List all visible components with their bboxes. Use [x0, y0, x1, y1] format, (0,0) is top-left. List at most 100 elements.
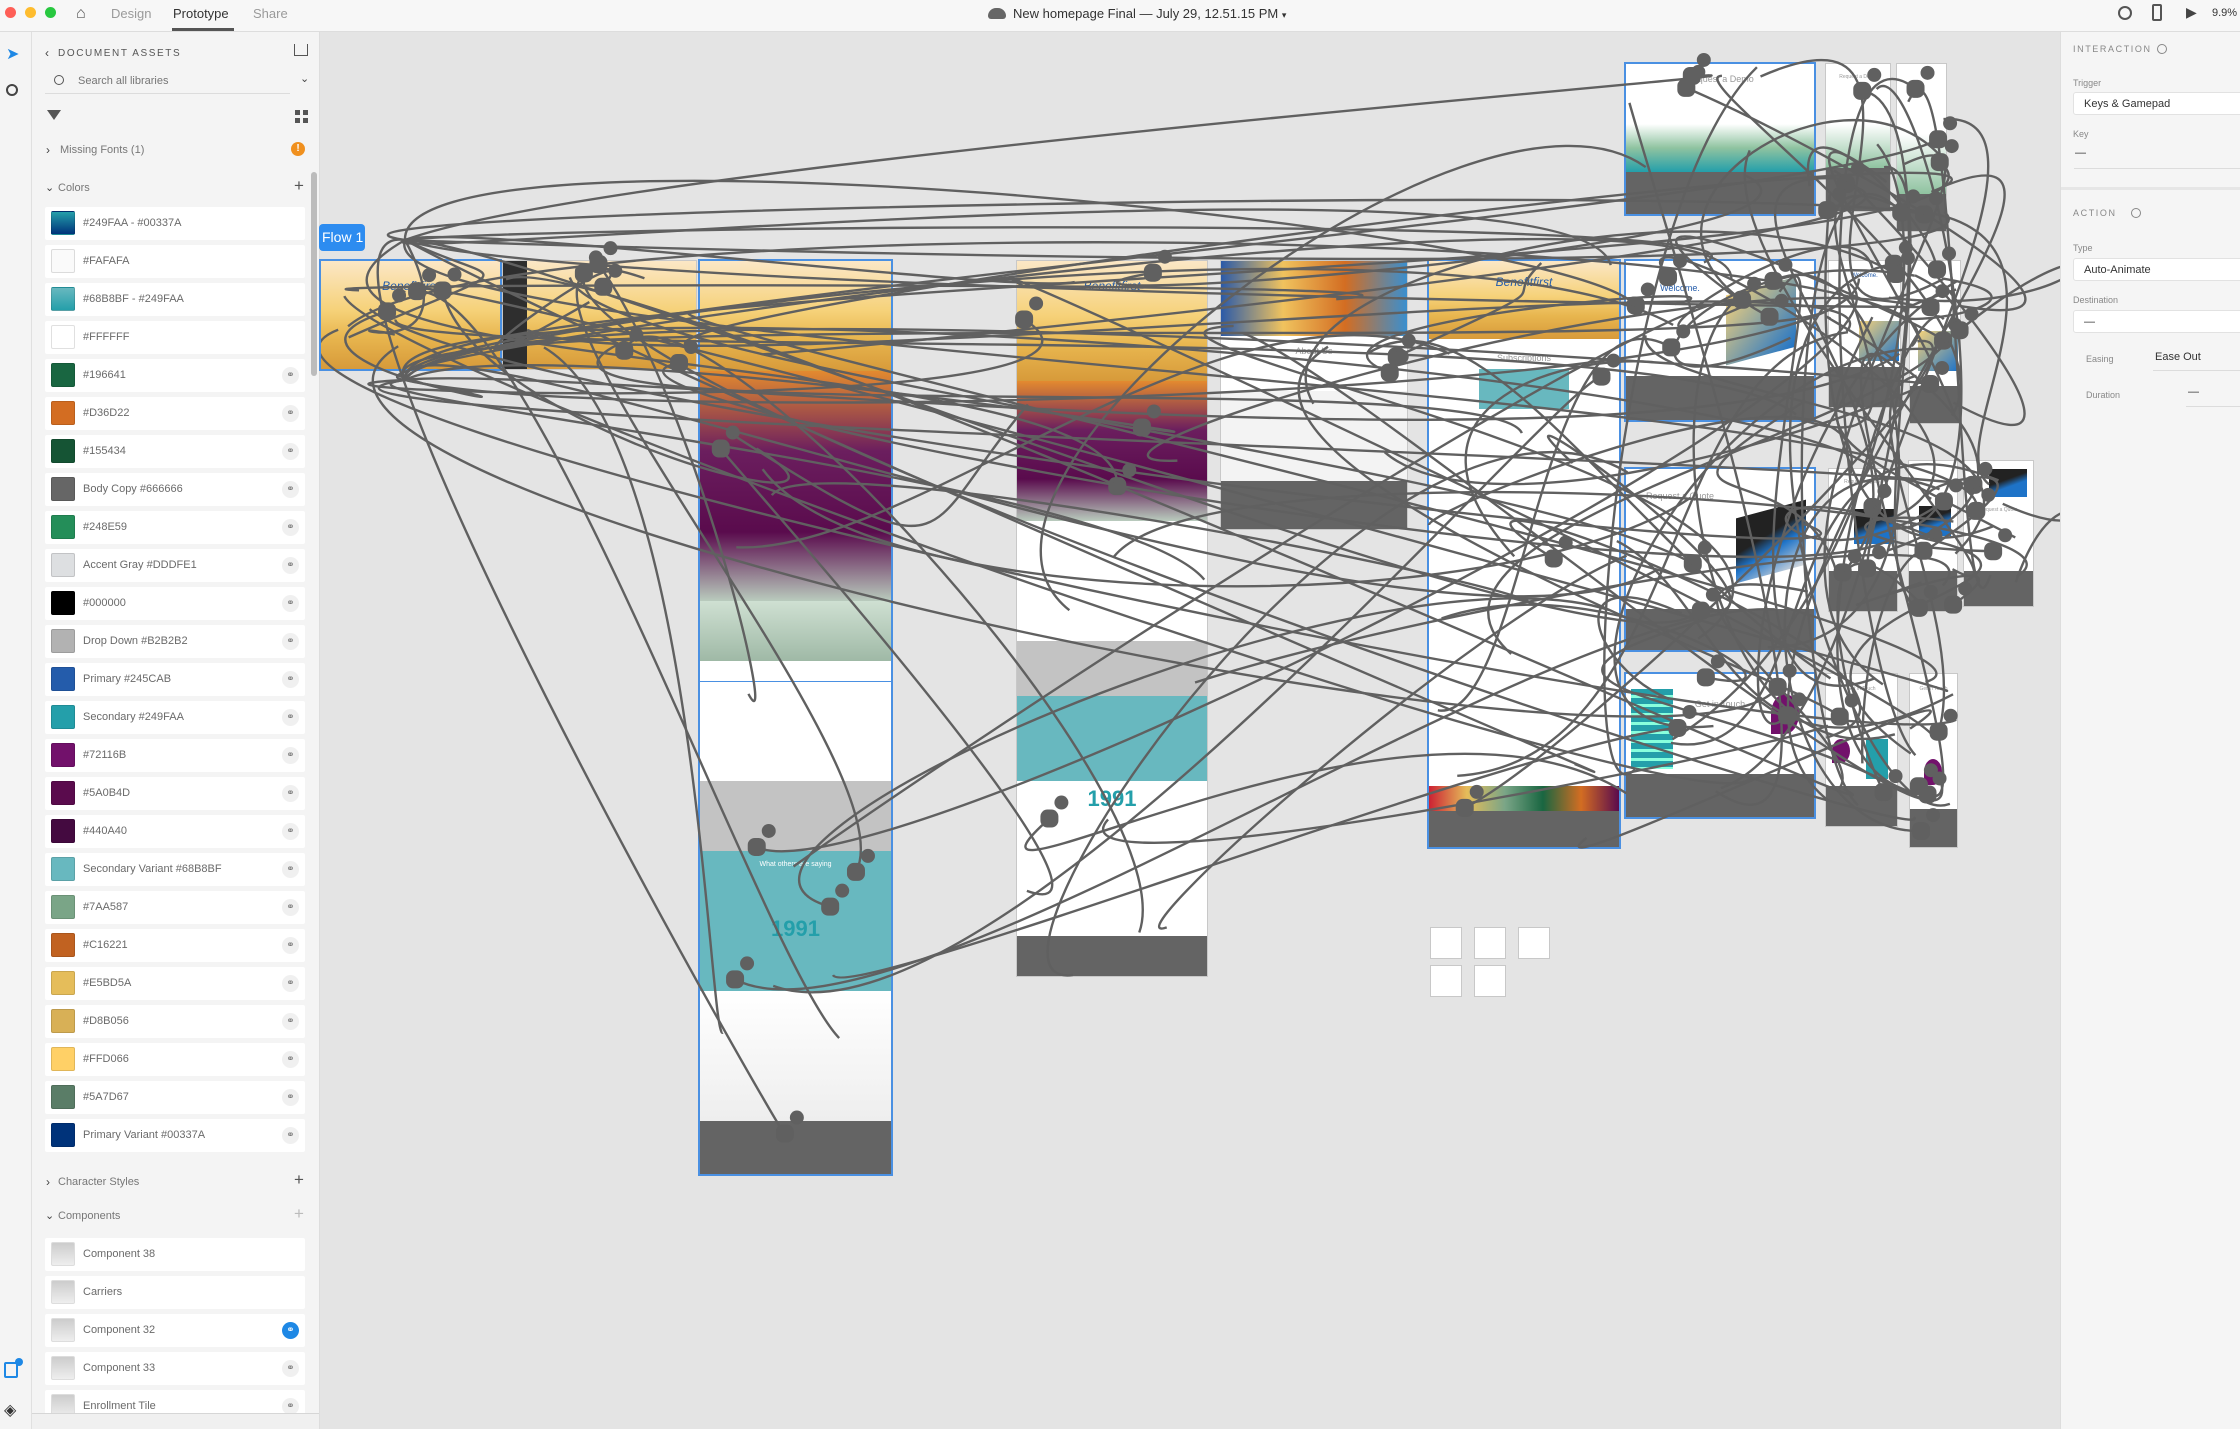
artboard-thumbnail[interactable]: [1430, 965, 1462, 997]
link-icon[interactable]: ⚭: [282, 823, 299, 840]
user-icon[interactable]: [2118, 6, 2132, 20]
artboard-request-demo-desktop[interactable]: Request a Demo: [1624, 62, 1816, 216]
artboard-request-quote-tablet[interactable]: Request a Quote: [1828, 468, 1898, 612]
link-icon[interactable]: ⚭: [282, 595, 299, 612]
library-dropdown-chevron-icon[interactable]: ⌄: [300, 73, 310, 85]
destination-dropdown[interactable]: —: [2073, 310, 2240, 333]
chevron-right-icon[interactable]: ›: [46, 143, 50, 157]
artboard-request-demo-tablet[interactable]: Request a Demo: [1825, 63, 1891, 212]
link-icon[interactable]: ⚭: [282, 1322, 299, 1339]
link-icon[interactable]: ⚭: [282, 899, 299, 916]
color-swatch-row[interactable]: #155434⚭: [45, 435, 305, 468]
color-swatch-row[interactable]: #7AA587⚭: [45, 891, 305, 924]
color-swatch-row[interactable]: #FFD066⚭: [45, 1043, 305, 1076]
color-swatch-row[interactable]: #FAFAFA: [45, 245, 305, 278]
link-icon[interactable]: ⚭: [282, 1360, 299, 1377]
missing-fonts-label[interactable]: Missing Fonts (1): [60, 144, 145, 156]
link-icon[interactable]: ⚭: [282, 709, 299, 726]
color-swatch-row[interactable]: Primary #245CAB⚭: [45, 663, 305, 696]
warning-icon[interactable]: !: [291, 142, 305, 156]
info-icon[interactable]: [2131, 208, 2141, 218]
chevron-down-icon[interactable]: ⌄: [45, 182, 55, 194]
artboard-get-in-touch-mobile[interactable]: Get in Touch: [1909, 673, 1958, 848]
link-icon[interactable]: ⚭: [282, 1013, 299, 1030]
trigger-dropdown[interactable]: Keys & Gamepad: [2073, 92, 2240, 115]
artboard-welcome-tablet[interactable]: Welcome.: [1828, 260, 1901, 408]
color-swatch-row[interactable]: #E5BD5A⚭: [45, 967, 305, 1000]
component-row[interactable]: Carriers: [45, 1276, 305, 1309]
artboard-request-quote-tablet-2[interactable]: Request a Quote: [1963, 460, 2034, 607]
filter-icon[interactable]: [47, 110, 61, 120]
component-row[interactable]: Component 38: [45, 1238, 305, 1271]
zoom-level[interactable]: 9.9%: [2212, 7, 2238, 19]
key-input[interactable]: —: [2075, 147, 2086, 159]
search-libraries-input[interactable]: [78, 72, 278, 90]
artboard-get-in-touch-tablet[interactable]: Get in Touch: [1825, 673, 1898, 827]
color-swatch-row[interactable]: Body Copy #666666⚭: [45, 473, 305, 506]
color-swatch-row[interactable]: Drop Down #B2B2B2⚭: [45, 625, 305, 658]
color-swatch-row[interactable]: #FFFFFF: [45, 321, 305, 354]
link-icon[interactable]: ⚭: [282, 1051, 299, 1068]
color-swatch-row[interactable]: #C16221⚭: [45, 929, 305, 962]
color-swatch-row[interactable]: #D8B056⚭: [45, 1005, 305, 1038]
add-component-icon[interactable]: +: [294, 1204, 304, 1223]
home-icon[interactable]: ⌂: [76, 5, 86, 22]
component-row[interactable]: Component 33⚭: [45, 1352, 305, 1385]
artboard-thumbnail[interactable]: [1474, 927, 1506, 959]
link-icon[interactable]: ⚭: [282, 1398, 299, 1415]
color-swatch-row[interactable]: #440A40⚭: [45, 815, 305, 848]
artboard-thumbnail[interactable]: [1474, 965, 1506, 997]
artboard-request-demo-mobile[interactable]: [1896, 63, 1947, 232]
grid-view-icon[interactable]: [295, 110, 308, 123]
easing-dropdown[interactable]: Ease Out: [2155, 351, 2201, 363]
color-swatch-row[interactable]: Accent Gray #DDDFE1⚭: [45, 549, 305, 582]
component-row[interactable]: Component 32⚭: [45, 1314, 305, 1347]
layers-icon[interactable]: ◈: [4, 1402, 17, 1419]
link-icon[interactable]: ⚭: [282, 937, 299, 954]
artboard-about-us[interactable]: About Us: [1220, 260, 1408, 530]
add-character-style-icon[interactable]: +: [294, 1170, 304, 1189]
artboard-request-quote-desktop[interactable]: Request a Quote: [1624, 467, 1816, 652]
artboard-welcome-mobile[interactable]: [1909, 260, 1961, 424]
search-tool-icon[interactable]: [6, 84, 18, 96]
link-icon[interactable]: ⚭: [282, 481, 299, 498]
flow-start-label[interactable]: Flow 1: [319, 224, 365, 251]
color-swatch-row[interactable]: #248E59⚭: [45, 511, 305, 544]
color-swatch-row[interactable]: #249FAA - #00337A: [45, 207, 305, 240]
assets-icon[interactable]: [4, 1362, 18, 1378]
colors-section-label[interactable]: Colors: [58, 182, 90, 194]
device-preview-icon[interactable]: [2152, 4, 2162, 21]
link-icon[interactable]: ⚭: [282, 785, 299, 802]
artboard-home-scroll[interactable]: What others are saying 1991: [698, 259, 893, 1176]
artboard-thumbnail[interactable]: [1518, 927, 1550, 959]
color-swatch-row[interactable]: Secondary #249FAA⚭: [45, 701, 305, 734]
link-icon[interactable]: ⚭: [282, 557, 299, 574]
play-icon[interactable]: ▶: [2186, 4, 2197, 20]
minimize-window-button[interactable]: [25, 7, 36, 18]
link-icon[interactable]: ⚭: [282, 443, 299, 460]
scrollbar[interactable]: [311, 172, 317, 376]
link-icon[interactable]: ⚭: [282, 861, 299, 878]
chevron-down-icon[interactable]: ⌄: [45, 1210, 55, 1222]
artboard-get-in-touch-desktop[interactable]: Get in Touch: [1624, 672, 1816, 819]
link-icon[interactable]: ⚭: [282, 1127, 299, 1144]
artboard-home-hero[interactable]: Benefitfirst: [319, 259, 502, 371]
chevron-right-icon[interactable]: ›: [46, 1175, 50, 1189]
close-window-button[interactable]: [5, 7, 16, 18]
color-swatch-row[interactable]: #D36D22⚭: [45, 397, 305, 430]
artboard-request-quote-mobile[interactable]: [1908, 460, 1958, 612]
components-label[interactable]: Components: [58, 1210, 121, 1222]
artboard-home-desktop[interactable]: Benefitfirst 1991: [1016, 260, 1208, 977]
link-icon[interactable]: ⚭: [282, 633, 299, 650]
maximize-window-button[interactable]: [45, 7, 56, 18]
color-swatch-row[interactable]: #5A0B4D⚭: [45, 777, 305, 810]
color-swatch-row[interactable]: #68B8BF - #249FAA: [45, 283, 305, 316]
tab-prototype[interactable]: Prototype: [173, 6, 229, 21]
artboard-thumbnail[interactable]: [1430, 927, 1462, 959]
add-color-icon[interactable]: +: [294, 176, 304, 195]
export-icon[interactable]: [294, 44, 308, 56]
link-icon[interactable]: ⚭: [282, 519, 299, 536]
link-icon[interactable]: ⚭: [282, 367, 299, 384]
back-chevron-icon[interactable]: ‹: [45, 46, 49, 60]
color-swatch-row[interactable]: Secondary Variant #68B8BF⚭: [45, 853, 305, 886]
